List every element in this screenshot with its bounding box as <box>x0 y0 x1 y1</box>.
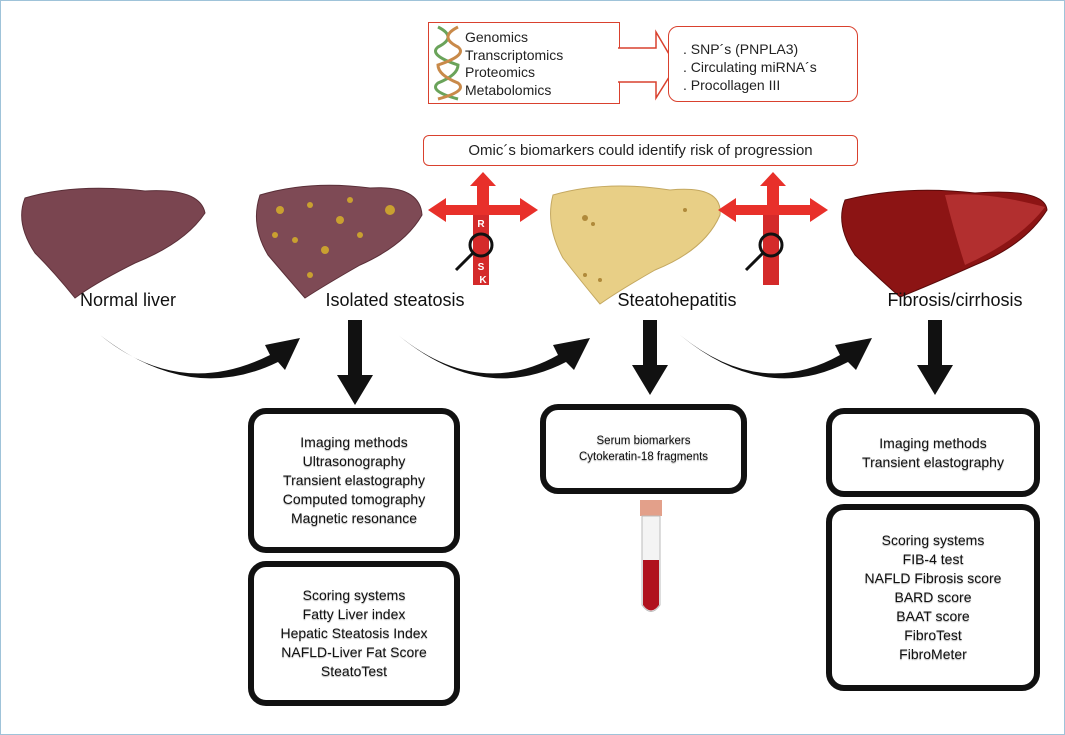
box-heading: Imaging methods <box>879 434 987 451</box>
down-arrow-icon <box>337 320 373 405</box>
blood-tube-icon <box>640 500 662 612</box>
box-item: Transient elastography <box>283 472 425 488</box>
box-item: NAFLD-Liver Fat Score <box>281 644 427 660</box>
fibrosis-scoring-box: Scoring systems FIB-4 test NAFLD Fibrosi… <box>826 504 1040 691</box>
marker-item: . SNP´s (PNPLA3) <box>683 41 799 57</box>
omics-type: Transcriptomics <box>465 46 564 63</box>
marker-item: . Circulating miRNA´s <box>683 59 817 75</box>
curved-progression-arrow-icon <box>680 335 872 379</box>
marker-item: . Procollagen III <box>683 77 781 93</box>
box-item: Fatty Liver index <box>302 606 406 622</box>
box-item: Transient elastography <box>862 453 1004 470</box>
box-heading: Scoring systems <box>302 587 406 603</box>
risk-letter: K <box>479 275 487 286</box>
box-item: FIB-4 test <box>902 551 964 567</box>
curved-progression-arrow-icon <box>100 335 300 379</box>
box-item: FibroTest <box>904 627 962 643</box>
box-item: SteatoTest <box>320 663 388 679</box>
risk-letter: R <box>477 219 485 230</box>
omics-type: Genomics <box>465 29 529 45</box>
box-item: Magnetic resonance <box>290 510 418 526</box>
box-heading: Imaging methods <box>300 434 408 450</box>
risk-magnifier-icon: R S K <box>454 215 494 286</box>
box-item: BARD score <box>894 589 972 605</box>
box-heading: Scoring systems <box>881 532 985 548</box>
box-item: Ultrasonography <box>302 453 406 469</box>
red-bidirectional-arrow-icon <box>718 172 828 222</box>
risk-magnifier-icon <box>744 215 784 285</box>
stage-label-steatosis: Isolated steatosis <box>325 290 465 310</box>
omics-markers-box: . SNP´s (PNPLA3) . Circulating miRNA´s .… <box>668 26 858 102</box>
normal-liver-icon <box>21 187 206 299</box>
red-bidirectional-arrow-icon <box>428 172 538 222</box>
risk-letter: S <box>478 262 485 273</box>
steatohepatitis-serum-box: Serum biomarkers Cytokeratin-18 fragment… <box>540 404 747 494</box>
omics-type: Proteomics <box>465 64 536 80</box>
curved-progression-arrow-icon <box>398 335 590 379</box>
box-item: FibroMeter <box>899 646 967 662</box>
box-item: Hepatic Steatosis Index <box>280 625 428 641</box>
omics-type: Metabolomics <box>465 81 552 98</box>
steatosis-imaging-box: Imaging methods Ultrasonography Transien… <box>248 408 460 553</box>
box-item: Computed tomography <box>282 491 426 507</box>
box-item: BAAT score <box>896 608 970 624</box>
box-item: Cytokeratin-18 fragments <box>578 451 709 463</box>
cirrhotic-liver-icon <box>841 189 1048 298</box>
omics-note-box: Omic´s biomarkers could identify risk of… <box>423 135 858 166</box>
down-arrow-icon <box>632 320 668 395</box>
omics-types-box: Genomics Transcriptomics Proteomics Meta… <box>428 22 620 104</box>
steatosis-scoring-box: Scoring systems Fatty Liver index Hepati… <box>248 561 460 706</box>
box-item: NAFLD Fibrosis score <box>864 570 1002 586</box>
stage-label-fibrosis: Fibrosis/cirrhosis <box>887 290 1023 310</box>
down-arrow-icon <box>917 320 953 395</box>
stage-label-normal: Normal liver <box>79 290 177 310</box>
dna-helix-icon <box>434 25 462 101</box>
steatohepatitis-liver-icon <box>550 185 721 305</box>
stage-label-steatohepatitis: Steatohepatitis <box>617 290 737 310</box>
steatotic-liver-icon <box>255 184 423 299</box>
box-heading: Serum biomarkers <box>596 435 691 447</box>
fibrosis-imaging-box: Imaging methods Transient elastography <box>826 408 1040 497</box>
